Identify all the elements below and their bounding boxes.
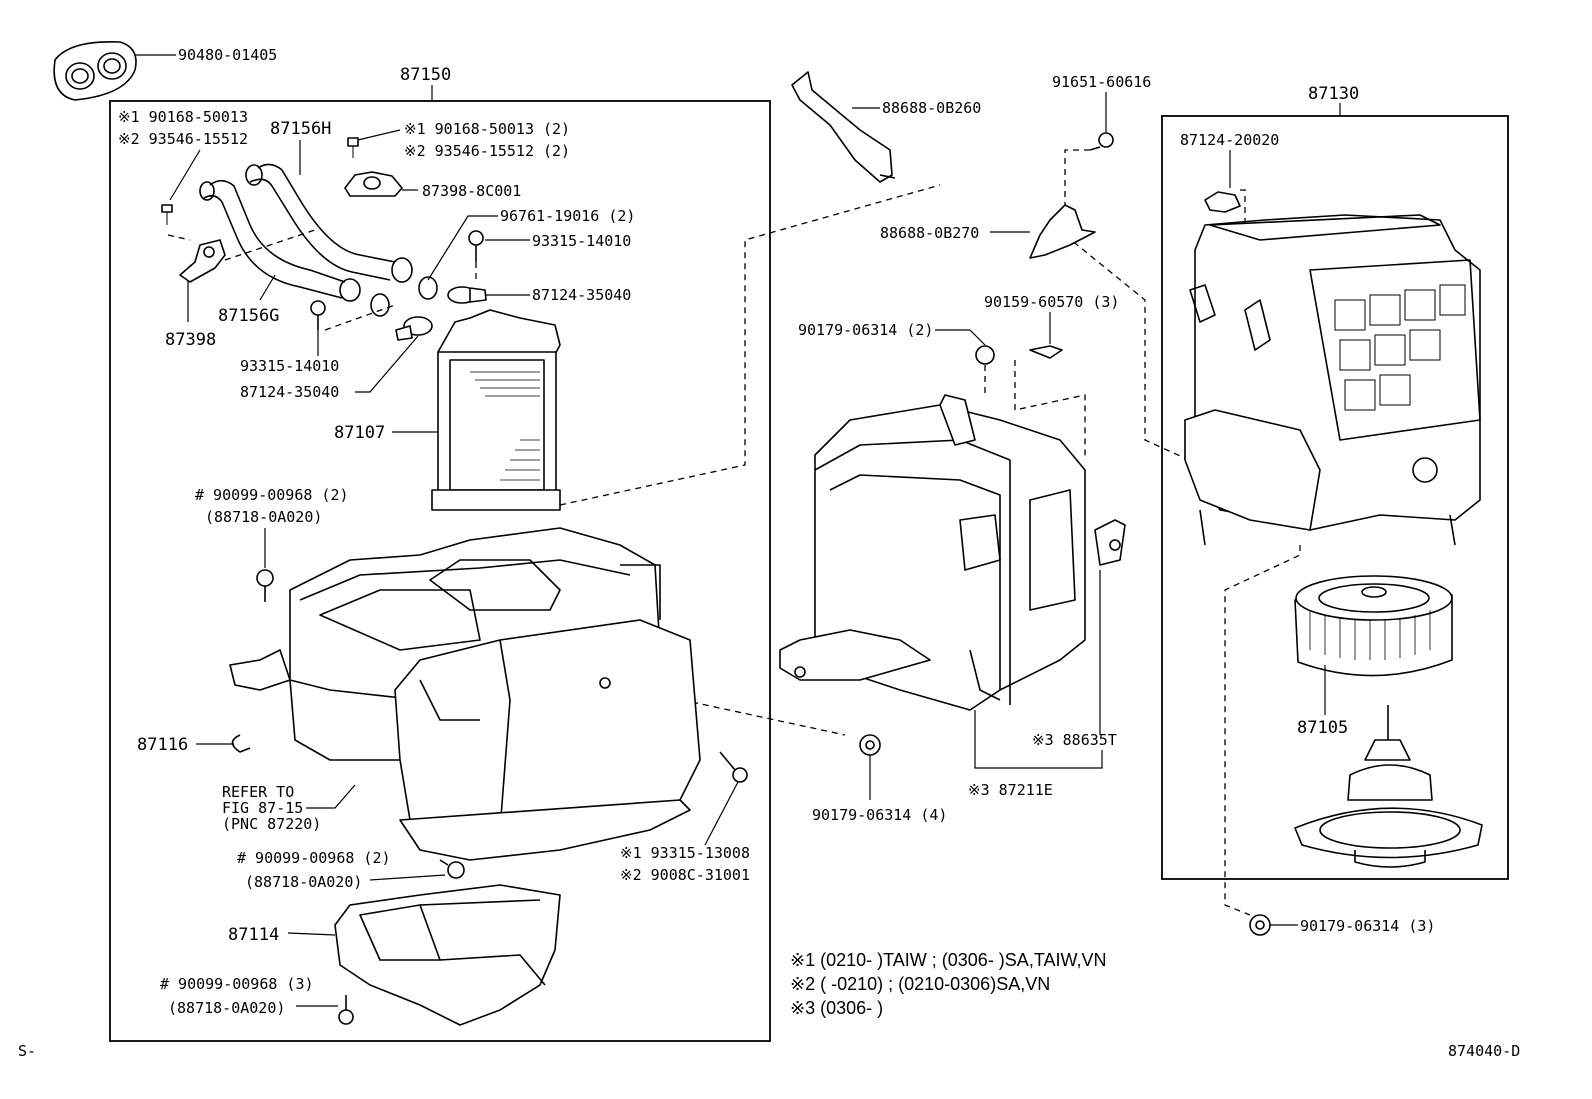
blower-unit-number: 87130 [1308, 84, 1359, 104]
bolt-90159 [1014, 312, 1086, 460]
label-87398-8C001: 87398-8C001 [422, 182, 521, 200]
screw-90099-a [256, 528, 274, 602]
label-90480-01405: 90480-01405 [178, 46, 277, 64]
duct-87114 [287, 884, 561, 1026]
blower-motor [1294, 705, 1483, 868]
nut-90179-4 [859, 734, 881, 800]
screw-90099-b [369, 859, 465, 881]
label-left-note1: ※1 90168-50013 [118, 108, 248, 126]
hose-clamp-top [447, 286, 530, 304]
label-87116: 87116 [137, 735, 188, 755]
label-90099-b: # 90099-00968 (2) [237, 849, 391, 867]
refer-line3: (PNC 87220) [222, 815, 321, 833]
label-93315-13008: ※1 93315-13008 [620, 844, 750, 862]
grommet-part [53, 41, 176, 101]
clip-87116 [196, 734, 251, 753]
heater-case [229, 527, 701, 861]
heater-core [392, 309, 561, 511]
clip-87398-8C001 [344, 129, 418, 197]
label-90179-06314-4: 90179-06314 (4) [812, 806, 947, 824]
label-87156G: 87156G [218, 306, 279, 326]
blower-unit-box: 87130 [1161, 84, 1509, 880]
footnote-1: ※1 (0210- )TAIW ; (0306- )SA,TAIW,VN [790, 950, 1107, 970]
refer-line2: FIG 87-15 [222, 799, 303, 817]
label-90099-a: # 90099-00968 (2) [195, 486, 349, 504]
label-left-note2: ※2 93546-15512 [118, 130, 248, 148]
label-right-note2: ※2 93546-15512 (2) [404, 142, 570, 160]
label-90179-06314-2: 90179-06314 (2) [798, 321, 933, 339]
heater-unit-box: 87150 [109, 65, 771, 1042]
label-96761-19016: 96761-19016 (2) [500, 207, 635, 225]
screw-93315-top [468, 230, 530, 282]
nut-90179-2 [935, 329, 995, 395]
label-88718-a: (88718-0A020) [205, 508, 322, 526]
label-90099-c: # 90099-00968 (3) [160, 975, 314, 993]
leader-87211E [974, 710, 1103, 769]
label-87398: 87398 [165, 330, 216, 350]
clip-87124-20020 [1204, 150, 1246, 280]
evaporator-case [779, 394, 1126, 711]
dashed-guide-1 [559, 184, 941, 506]
nut-90179-3 [1249, 914, 1298, 936]
dashed-guide-blower [1224, 545, 1301, 916]
label-88718-c: (88718-0A020) [168, 999, 285, 1017]
label-9008C-31001: ※2 9008C-31001 [620, 866, 750, 884]
label-90159-60570: 90159-60570 (3) [984, 293, 1119, 311]
label-88688-0B260: 88688-0B260 [882, 99, 981, 117]
leader-96761 [427, 215, 498, 281]
label-87114: 87114 [228, 925, 279, 945]
label-90179-06314-3: 90179-06314 (3) [1300, 917, 1435, 935]
clamp-87398 [161, 149, 316, 322]
bracket-88688-0B260 [791, 71, 896, 183]
label-87107: 87107 [334, 423, 385, 443]
screw-90099-c [296, 995, 354, 1025]
hose-clamp-bottom [355, 316, 433, 393]
blower-case [1184, 214, 1481, 546]
screw-93315-bottom [310, 300, 396, 356]
label-87124-35040-bottom: 87124-35040 [240, 383, 339, 401]
hose-parts [199, 140, 438, 317]
blower-fan-87105 [1294, 575, 1453, 715]
bracket-88688-0B270 [990, 204, 1096, 259]
footnote-3: ※3 (0306- ) [790, 998, 883, 1018]
refer-leader [306, 784, 356, 809]
refer-line1: REFER TO [222, 783, 294, 801]
label-93315-14010-top: 93315-14010 [532, 232, 631, 250]
bolt-91651 [1064, 92, 1201, 466]
footer-right: 874040-D [1448, 1042, 1520, 1060]
label-87124-20020: 87124-20020 [1180, 131, 1279, 149]
footer-left: S- [18, 1042, 36, 1060]
label-87124-35040-top: 87124-35040 [532, 286, 631, 304]
label-88688-0B270: 88688-0B270 [880, 224, 979, 242]
label-93315-14010-bottom: 93315-14010 [240, 357, 339, 375]
label-88635T: ※3 88635T [1032, 731, 1117, 749]
label-87105: 87105 [1297, 718, 1348, 738]
label-88718-b: (88718-0A020) [245, 873, 362, 891]
label-87156H: 87156H [270, 119, 331, 139]
label-right-note1: ※1 90168-50013 (2) [404, 120, 570, 138]
label-91651-60616: 91651-60616 [1052, 73, 1151, 91]
heater-unit-number: 87150 [400, 65, 451, 85]
screw-93315-13008 [704, 751, 748, 846]
label-87211E: ※3 87211E [968, 781, 1053, 799]
footnote-2: ※2 ( -0210) ; (0210-0306)SA,VN [790, 974, 1050, 994]
